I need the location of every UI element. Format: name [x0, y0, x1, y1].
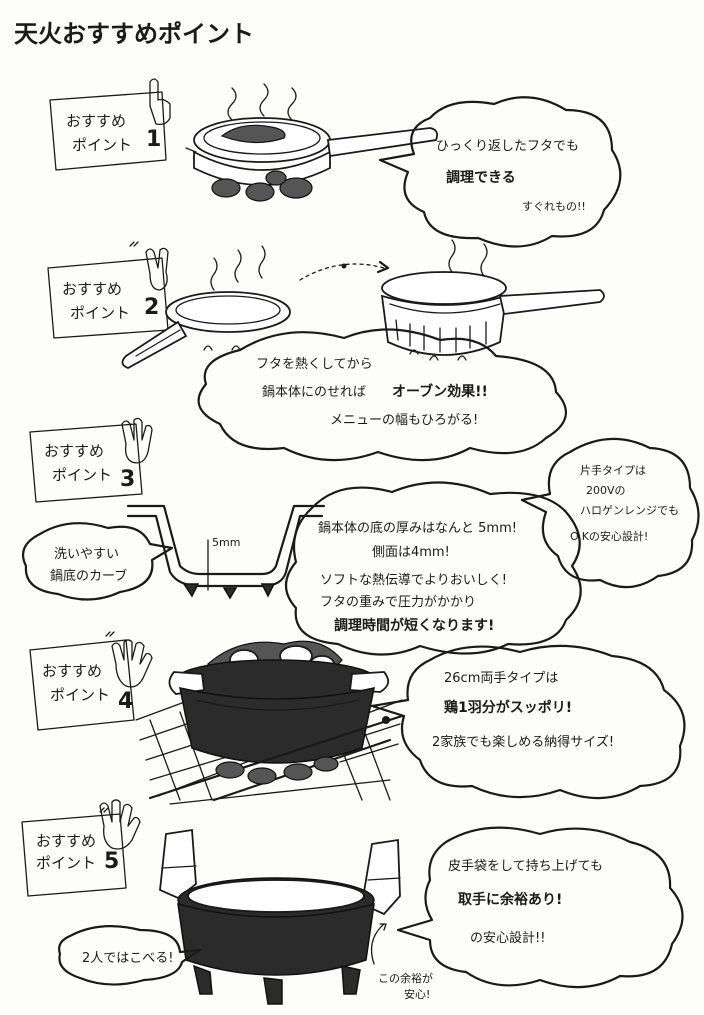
steam-icon: [448, 239, 488, 277]
bubble-2-line2b: オーブン効果!!: [392, 383, 488, 400]
bubble-3-center-line5: 調理時間が短くなります!: [334, 617, 494, 634]
dutch-oven-with-chicken: [168, 640, 390, 764]
bubble-4-line3: 2家族でも楽しめる納得サイズ!: [432, 734, 614, 750]
speech-bubble-1: ひっくり返したフタでも 調理できる すぐれもの!!: [378, 96, 622, 248]
speech-bubble-4: 26cm両手タイプは 鶏1羽分がスッポリ! 2家族でも楽しめる納得サイズ!: [370, 644, 686, 800]
bubble-3-center-line3: ソフトな熱伝導でよりおいしく!: [320, 573, 507, 588]
open-hand-icon: [99, 799, 141, 850]
speech-bubble-2: フタを熱くしてから 鍋本体にのせれば オーブン効果!! メニューの幅もひろがる!: [197, 328, 567, 462]
steam-icon: [210, 245, 266, 291]
bubble-3-left-line2: 鍋底のカーブ: [50, 568, 127, 584]
bubble-3-center-line1: 鍋本体の底の厚みはなんと 5mm!: [318, 520, 517, 536]
point-2-tag: おすすめ ポイント 2: [47, 241, 169, 339]
point-2-number: 2: [144, 295, 159, 320]
point-5-tag: おすすめ ポイント 5: [21, 807, 127, 897]
point-5-label-line2: ポイント: [36, 854, 96, 872]
bubble-5-line2: 取手に余裕あり!: [458, 891, 562, 908]
bubble-2-line1: フタを熱くしてから: [256, 357, 373, 372]
dutch-oven-carried: [177, 877, 375, 1005]
speech-bubble-3-center: 鍋本体の底の厚みはなんと 5mm! 側面は4mm! ソフトな熱伝導でよりおいしく…: [284, 481, 582, 656]
point-5-label-line1: おすすめ: [36, 832, 96, 850]
bubble-3-center-line4: フタの重みで圧力がかかり: [320, 594, 476, 610]
point-1-section: おすすめ ポイント 1 ひっくり返したフタでも: [49, 78, 622, 248]
point-3-label-line2: ポイント: [52, 466, 112, 484]
point-3-number: 3: [120, 467, 135, 492]
single-handle-pot-with-lid: [380, 271, 605, 361]
one-finger-hand-icon: [149, 78, 171, 126]
move-arrow-icon: [299, 260, 390, 281]
point-1-number: 1: [146, 127, 161, 152]
pot-cross-section-diagram: 5mm: [126, 504, 326, 600]
charcoal-fire-icon: [211, 170, 313, 202]
bubble-5-line1: 皮手袋をして持ち上げても: [448, 859, 603, 874]
three-finger-hand-icon: [121, 417, 153, 464]
point-4-number: 4: [118, 689, 133, 714]
point-2-section: おすすめ ポイント 2: [47, 239, 605, 462]
speech-bubble-3-left: 洗いやすい 鍋底のカーブ: [22, 522, 174, 601]
page-title: 天火おすすめポイント: [14, 20, 254, 48]
point-3-section: おすすめ ポイント 3 5mm 洗いやすい 鍋底のカーブ 片手タイプは 200V…: [22, 417, 700, 656]
four-finger-hand-icon: [111, 639, 153, 688]
speech-bubble-3-right: 片手タイプは 200Vの ハロゲンレンジでも O.Kの安心設計!: [520, 437, 700, 589]
bubble-4-line1: 26cm両手タイプは: [444, 671, 558, 686]
annotation-5-line2: 安心!: [404, 987, 430, 1001]
bubble-4-line2: 鶏1羽分がスッポリ!: [444, 699, 572, 716]
skillet-lid-with-food: [185, 117, 439, 186]
charcoal-fire-icon: [215, 756, 339, 785]
point-4-label-line1: おすすめ: [42, 662, 102, 680]
hot-lid-icon: [121, 291, 291, 369]
bubble-2-line3: メニューの幅もひろがる!: [330, 413, 478, 428]
speech-bubble-5: 皮手袋をして持ち上げても 取手に余裕あり! の安心設計!!: [396, 826, 684, 989]
steam-icon: [227, 83, 297, 121]
bubble-1-line1: ひっくり返したフタでも: [436, 139, 579, 154]
bubble-3-center-line2: 側面は4mm!: [372, 545, 450, 560]
point-1-label-line1: おすすめ: [66, 112, 126, 130]
point-2-label-line2: ポイント: [70, 304, 130, 322]
bubble-1-line2: 調理できる: [446, 169, 516, 186]
gloved-hand-left: [159, 828, 197, 900]
bubble-5-small-text: 2人ではこべる!: [82, 951, 173, 966]
point-1-tag: おすすめ ポイント 1: [49, 91, 167, 171]
point-4-label-line2: ポイント: [50, 686, 110, 704]
bubble-3-right-line2: 200Vの: [586, 484, 626, 497]
bubble-5-line3: の安心設計!!: [470, 930, 545, 946]
point-3-tag: おすすめ ポイント 3: [29, 423, 143, 503]
bubble-3-right-line4: O.Kの安心設計!: [570, 529, 648, 543]
annotation-5-note: この余裕が 安心!: [370, 923, 433, 1001]
point-5-number: 5: [104, 849, 119, 874]
bubble-1-line3: すぐれもの!!: [522, 200, 586, 213]
point-5-section: おすすめ ポイント 5 皮手袋をして持ち上げても 取手に余裕あり! の安: [21, 799, 684, 1005]
point-1-label-line2: ポイント: [72, 136, 132, 154]
point-4-tag: おすすめ ポイント 4: [29, 631, 135, 731]
bubble-3-right-line3: ハロゲンレンジでも: [580, 504, 679, 517]
annotation-5-line1: この余裕が: [378, 971, 433, 985]
bubble-3-right-line1: 片手タイプは: [580, 463, 646, 477]
point-2-label-line1: おすすめ: [62, 280, 122, 298]
speech-bubble-5-small: 2人ではこべる!: [58, 925, 202, 986]
two-finger-hand-icon: [145, 247, 169, 291]
point-4-section: おすすめ ポイント 4: [29, 631, 686, 805]
bubble-3-left-line1: 洗いやすい: [54, 547, 119, 562]
point-3-label-line1: おすすめ: [44, 442, 104, 460]
thickness-dimension-label: 5mm: [212, 536, 240, 549]
bubble-2-line2a: 鍋本体にのせれば: [262, 384, 366, 400]
